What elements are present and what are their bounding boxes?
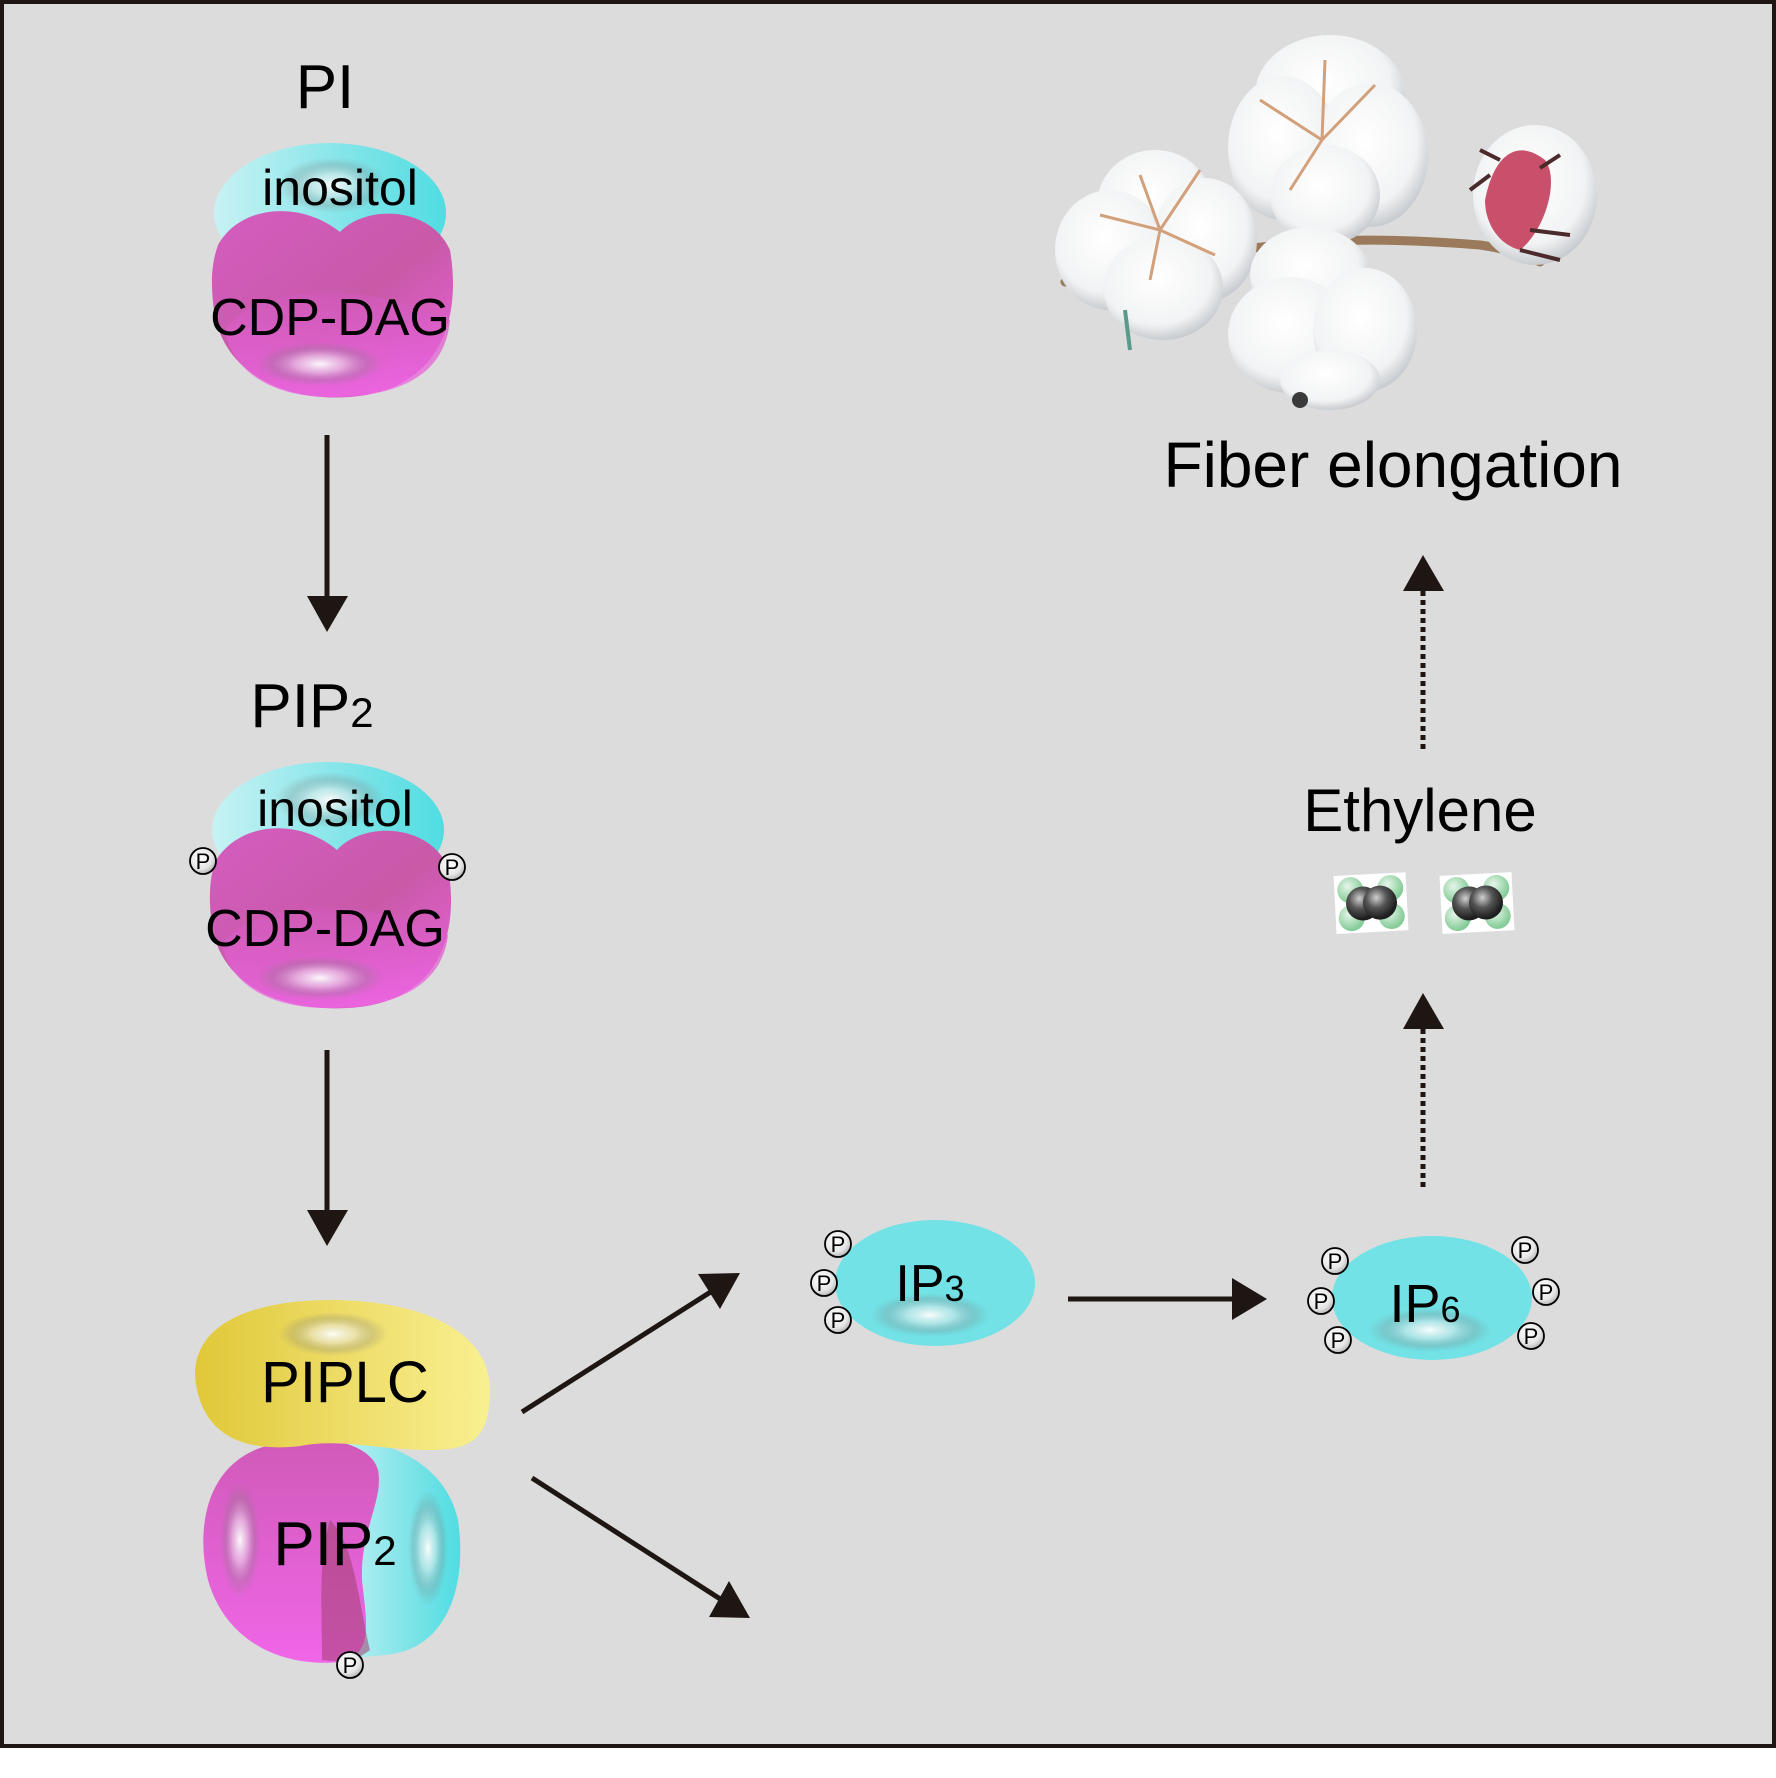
pip2-gloss-left <box>220 1482 260 1598</box>
ip3-node: IP3 P P P <box>810 1220 1035 1346</box>
phosphate-icon: P <box>1307 1287 1335 1315</box>
phosphate-icon: P <box>1517 1322 1545 1350</box>
piplc-pip2-complex: PIPLC PIP2 P <box>195 1300 490 1679</box>
dotted-arrow-ethylene-to-fiber <box>1403 555 1444 752</box>
inositol-label: inositol <box>262 160 418 216</box>
arrow-complex-to-ip3 <box>520 1273 740 1415</box>
svg-text:P: P <box>445 855 460 880</box>
svg-text:P: P <box>1314 1289 1329 1314</box>
piplc-gloss <box>278 1312 388 1356</box>
cdp-dag-label: CDP-DAG <box>210 289 450 347</box>
fiber-elongation-node: Fiber elongation <box>1055 35 1622 501</box>
svg-text:P: P <box>1331 1328 1346 1353</box>
phosphate-icon: P <box>1511 1236 1539 1264</box>
ip3-gloss <box>870 1293 990 1337</box>
pi-node: PI inositol CDP-DAG <box>210 53 454 398</box>
piplc-label: PIPLC <box>261 1350 429 1415</box>
pip2-overlap-shade <box>321 1520 370 1661</box>
phosphate-icon: P <box>824 1230 852 1258</box>
svg-text:P: P <box>831 1232 846 1257</box>
phosphate-icon: P <box>1321 1247 1349 1275</box>
pip2-node: PIP2 inositol CDP-DAG P P <box>189 672 466 1009</box>
inositol-label: inositol <box>257 781 413 837</box>
arrow-pip2-to-complex <box>307 1050 348 1246</box>
pip2-gloss-right <box>408 1490 448 1606</box>
piplc-body <box>195 1300 490 1450</box>
phosphate-icon: P <box>824 1306 852 1334</box>
svg-text:P: P <box>1518 1238 1533 1263</box>
ethylene-molecule-icon <box>1439 872 1515 934</box>
inositol-gloss <box>278 157 388 213</box>
pip2-title: PIP2 <box>250 672 373 741</box>
ethylene-molecule-icon <box>1333 872 1409 934</box>
svg-text:P: P <box>1539 1280 1554 1305</box>
svg-text:P: P <box>343 1653 358 1678</box>
phosphate-icon: P <box>336 1651 364 1679</box>
pip2-label: PIP2 <box>273 1510 396 1579</box>
phosphate-icon: P <box>810 1269 838 1297</box>
ethylene-node: Ethylene <box>1303 777 1537 934</box>
ip6-node: IP6 P P P P P P <box>1307 1236 1560 1360</box>
svg-text:P: P <box>1524 1324 1539 1349</box>
cotton-boll-branch-image <box>1055 35 1597 410</box>
ethylene-label: Ethylene <box>1303 777 1537 844</box>
svg-text:P: P <box>831 1308 846 1333</box>
phosphate-icon: P <box>1324 1326 1352 1354</box>
arrow-pi-to-pip2 <box>307 435 348 632</box>
pi-title: PI <box>296 53 355 122</box>
ip6-gloss <box>1368 1308 1492 1352</box>
phosphate-icon: P <box>189 847 217 875</box>
cdp-dag-label: CDP-DAG <box>205 900 445 958</box>
dotted-arrow-ip6-to-ethylene <box>1403 993 1444 1190</box>
inositol-gloss <box>275 772 385 828</box>
svg-text:P: P <box>1328 1249 1343 1274</box>
phosphate-icon: P <box>1532 1278 1560 1306</box>
svg-text:P: P <box>817 1271 832 1296</box>
phosphate-icon: P <box>438 853 466 881</box>
arrow-ip3-to-ip6 <box>1068 1278 1267 1320</box>
ip3-label: IP3 <box>895 1255 964 1313</box>
cdp-dag-gloss <box>256 342 384 386</box>
arrow-complex-to-dga <box>530 1475 750 1618</box>
svg-text:P: P <box>196 849 211 874</box>
fiber-elongation-label: Fiber elongation <box>1164 429 1623 501</box>
cdp-dag-gloss <box>256 956 384 1000</box>
ip6-label: IP6 <box>1389 1274 1460 1334</box>
